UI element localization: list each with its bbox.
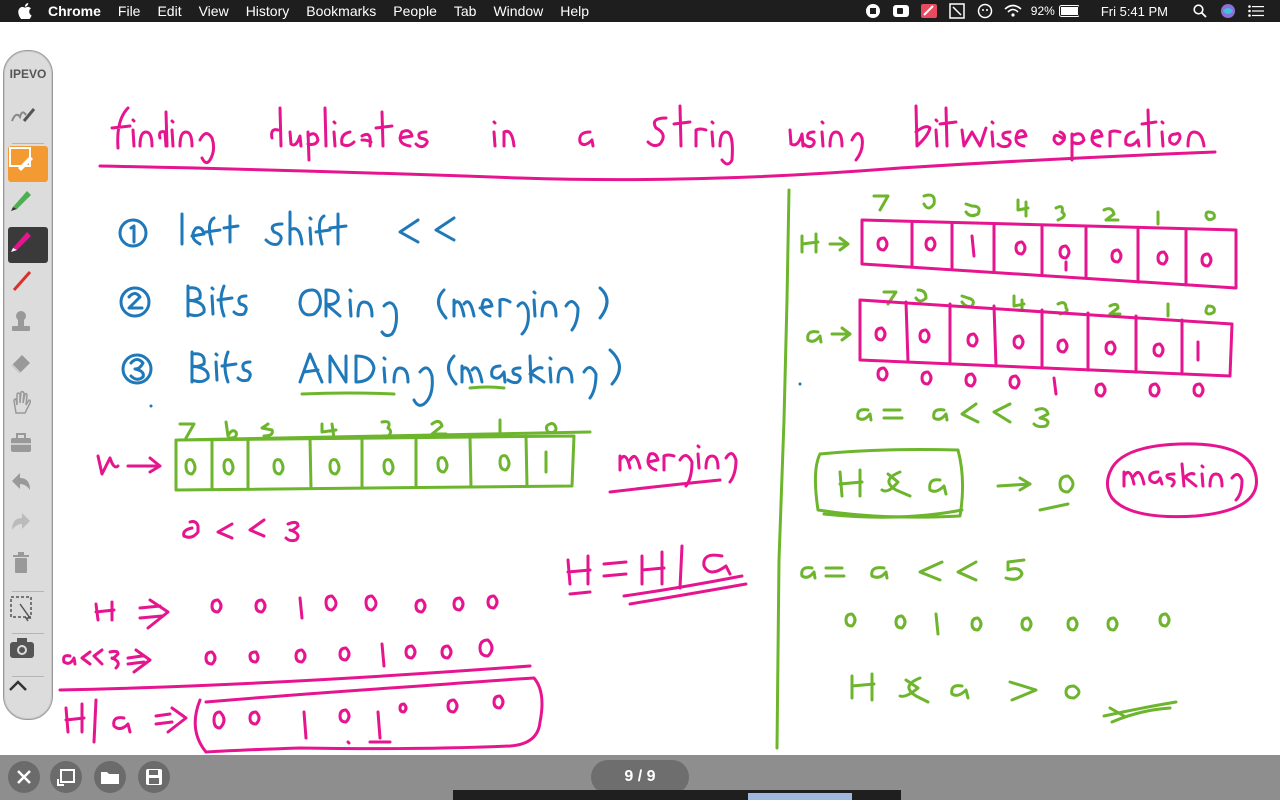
- left-bit-box: [174, 418, 592, 492]
- thumbnail-tray[interactable]: [453, 790, 901, 800]
- magenta-pen-icon[interactable]: [8, 227, 48, 263]
- menu-tab[interactable]: Tab: [453, 3, 477, 19]
- green-pen-icon[interactable]: [8, 186, 48, 222]
- title-handwriting: [98, 104, 1217, 182]
- undo-icon[interactable]: [8, 470, 48, 506]
- redo-icon[interactable]: [8, 510, 48, 546]
- battery-percent: 92%: [1030, 4, 1055, 18]
- capture-area-icon[interactable]: [8, 594, 48, 630]
- annotate-tool-icon[interactable]: [8, 146, 48, 182]
- stamp-tool-icon[interactable]: [8, 309, 48, 345]
- masking-label: [1105, 442, 1258, 519]
- eraser-icon[interactable]: [8, 349, 48, 385]
- right-expressions: [800, 402, 1178, 724]
- whiteboard-canvas[interactable]: IPEVO: [0, 22, 1280, 755]
- annotation-app-icon[interactable]: [919, 3, 939, 19]
- ipevo-logo: IPEVO: [9, 67, 47, 81]
- menu-people[interactable]: People: [393, 3, 437, 19]
- apple-icon[interactable]: [16, 2, 34, 20]
- menu-edit[interactable]: Edit: [157, 3, 182, 19]
- tool-palette: IPEVO: [3, 50, 53, 720]
- menu-window[interactable]: Window: [493, 3, 544, 19]
- save-button[interactable]: [138, 761, 170, 793]
- menu-app-name[interactable]: Chrome: [48, 3, 101, 19]
- siri-icon[interactable]: [1218, 3, 1238, 19]
- save-icon: [146, 769, 162, 785]
- open-folder-button[interactable]: [94, 761, 126, 793]
- menu-view[interactable]: View: [198, 3, 229, 19]
- camera-icon[interactable]: [8, 636, 48, 672]
- right-h-bit-box: [860, 218, 1238, 290]
- close-icon: [17, 770, 31, 784]
- h-equals-h-or-a: [566, 544, 748, 606]
- battery-icon[interactable]: [1058, 3, 1079, 19]
- thumbnail-tray-selection[interactable]: [748, 793, 852, 800]
- stop-recording-icon[interactable]: [863, 3, 883, 19]
- new-page-icon: [57, 769, 75, 786]
- status-area: 92% Fri 5:41 PM: [863, 0, 1280, 22]
- close-button[interactable]: [8, 761, 40, 793]
- menu-help[interactable]: Help: [560, 3, 590, 19]
- page-indicator[interactable]: 9 / 9: [591, 760, 689, 794]
- menu-bookmarks[interactable]: Bookmarks: [306, 3, 377, 19]
- left-list-handwriting: [118, 210, 621, 407]
- trash-icon[interactable]: [8, 550, 48, 586]
- spotlight-search-icon[interactable]: [1190, 3, 1210, 19]
- toolbox-icon[interactable]: [8, 430, 48, 466]
- handwriting-layer: [58, 104, 1258, 754]
- video-camera-icon[interactable]: [891, 3, 911, 19]
- red-pen-icon[interactable]: [8, 268, 48, 304]
- bottom-toolbar: 9 / 9: [0, 755, 1280, 800]
- menu-file[interactable]: File: [117, 3, 141, 19]
- divider-line: [775, 188, 791, 750]
- wifi-icon[interactable]: [1003, 3, 1023, 19]
- folder-icon: [101, 772, 119, 784]
- new-page-button[interactable]: [50, 761, 82, 793]
- menu-history[interactable]: History: [245, 3, 290, 19]
- right-a-bit-box: [858, 298, 1234, 398]
- hand-tool-icon[interactable]: [8, 389, 48, 425]
- screenshot-tool-icon[interactable]: [947, 3, 967, 19]
- menu-clock[interactable]: Fri 5:41 PM: [1100, 3, 1168, 19]
- pointer-tool-icon[interactable]: [8, 103, 48, 139]
- collapse-chevron-icon[interactable]: [8, 678, 48, 714]
- notification-center-icon[interactable]: [1246, 3, 1266, 19]
- app-status-icon[interactable]: [975, 3, 995, 19]
- left-worked-rows: [58, 594, 544, 754]
- menu-bar: Chrome File Edit View History Bookmarks …: [0, 0, 1280, 22]
